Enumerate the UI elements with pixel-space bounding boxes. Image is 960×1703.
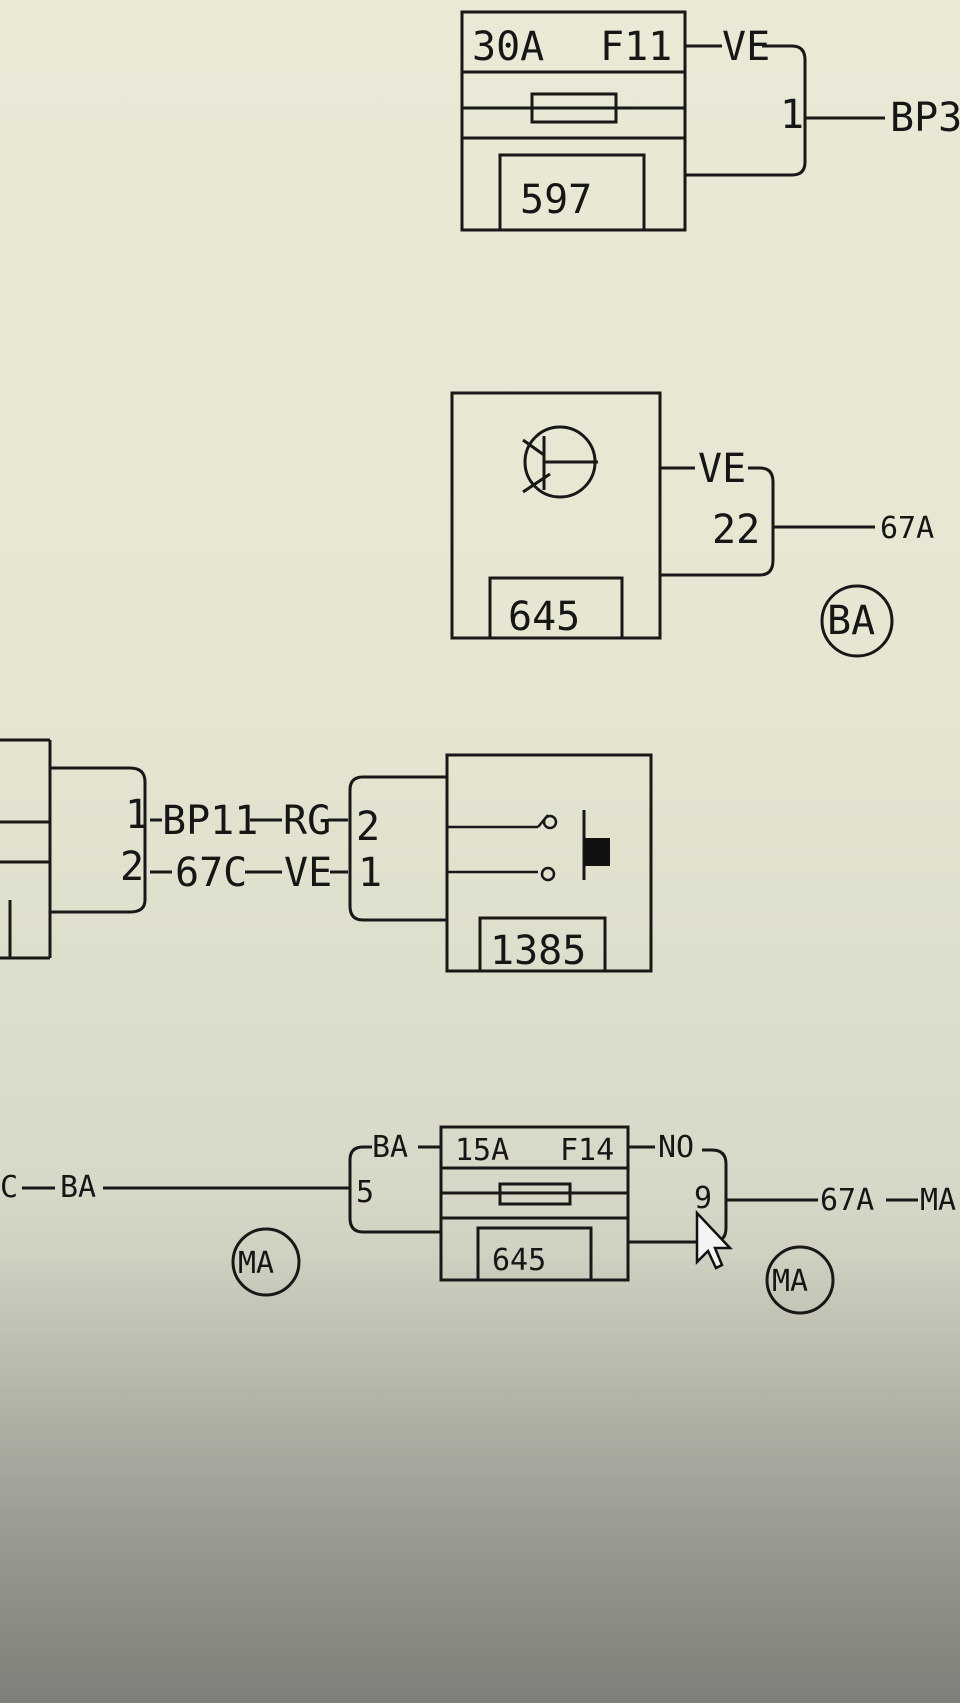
fuse-f11-id: F11: [600, 24, 672, 70]
switch-actuator-icon: [584, 838, 610, 866]
fuse-f14-out-color: NO: [658, 1130, 694, 1165]
switch-connector-outline: [348, 775, 447, 922]
switch-contact-bottom: [540, 866, 556, 882]
lamp-645-wire-color: VE: [698, 446, 746, 492]
left-connector-pin1: 1: [125, 792, 149, 838]
fuse-f14-dest: 67A: [820, 1183, 874, 1218]
mouse-cursor-icon: [695, 1209, 733, 1270]
left-wire-color: BA: [60, 1170, 96, 1205]
switch-pin-top: 2: [356, 804, 380, 850]
fuse-f14-box-number: 645: [492, 1243, 546, 1278]
ground-ma-right-label: MA: [772, 1264, 808, 1299]
lamp-645-id-box: [488, 576, 624, 640]
wire-67c-color: VE: [284, 850, 332, 896]
lamp-645-block: 645 VE 22 67A BA: [450, 391, 934, 658]
fuse-f14-id: F14: [560, 1133, 614, 1168]
fuse-f11-id-box: [498, 153, 646, 232]
switch-contact-top: [542, 814, 558, 830]
switch-1385-block: 2 1 1385: [348, 753, 653, 974]
middle-wires: BP11 RG 67C VE: [150, 798, 348, 896]
fuse-f14-symbol: [498, 1182, 572, 1206]
fuse-f11-connector-outline: [685, 44, 807, 177]
ground-ma-left-label: MA: [238, 1246, 274, 1281]
ground-ma-left-badge: [231, 1227, 301, 1297]
left-connector-outline: [50, 766, 147, 914]
wire-bp11-label: BP11: [162, 798, 258, 844]
lamp-645-pin: 22: [712, 507, 760, 553]
fuse-f11-pin: 1: [780, 92, 804, 138]
left-connector: 1 2: [0, 738, 149, 960]
lamp-645-dest: 67A: [880, 511, 934, 546]
fuse-f11-symbol: [530, 92, 618, 124]
lamp-symbol-diag-bottom: [522, 472, 551, 494]
fuse-f14-id-box: [476, 1226, 593, 1282]
fuse-f14-in-connector-outline: [348, 1145, 441, 1234]
fuse-f14-block: C BA BA 5 15A F14 645 NO 9 67A MA MA MA: [0, 1125, 956, 1315]
fuse-f11-rating: 30A: [472, 24, 544, 70]
fuse-f14-out-pin: 9: [694, 1181, 712, 1216]
ground-ba-badge: [820, 584, 894, 658]
lamp-symbol-diag-top: [522, 438, 545, 457]
switch-1385-id-box: [478, 916, 607, 973]
fuse-f14-dest-color: MA: [920, 1183, 956, 1218]
ground-ma-right-badge: [765, 1245, 835, 1315]
switch-1385-box-number: 1385: [490, 928, 586, 974]
fuse-f11-wire-color: VE: [722, 24, 770, 70]
switch-pin-bottom: 1: [358, 850, 382, 896]
fuse-f11-dest: BP3: [890, 95, 960, 141]
lamp-645-box-number: 645: [508, 594, 580, 640]
fuse-f11-block: 30A F11 597 VE 1 BP3: [460, 10, 960, 232]
ground-ba-label: BA: [827, 598, 875, 644]
fuse-f14-rating: 15A: [455, 1133, 509, 1168]
left-connector-pin2: 2: [120, 844, 144, 890]
wire-67c-label: 67C: [175, 850, 247, 896]
left-wire-label: C: [0, 1170, 18, 1205]
fuse-f14-in-pin: 5: [356, 1175, 374, 1210]
fuse-f11-box-number: 597: [520, 177, 592, 223]
lamp-645-connector-outline: [660, 466, 775, 577]
wire-bp11-color: RG: [283, 798, 331, 844]
fuse-f14-in-color: BA: [372, 1130, 408, 1165]
